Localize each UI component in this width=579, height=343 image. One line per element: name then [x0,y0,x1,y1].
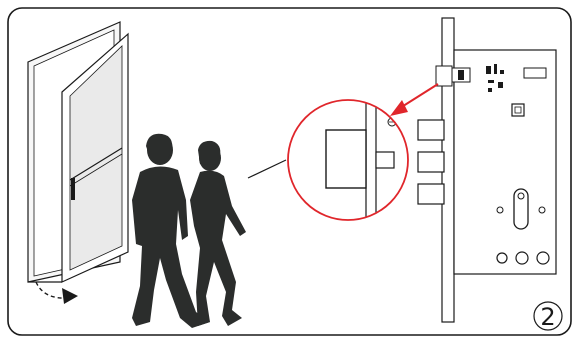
lock-bolt-3 [417,183,445,205]
walking-couple-icon [132,133,246,328]
lock-bolt-1 [417,119,445,141]
callout-strike-block [325,129,367,189]
step-number-ring [533,301,563,331]
door-icon [27,21,129,283]
door-rail-2 [69,153,123,187]
lock-hole-1 [496,252,508,264]
woman-silhouette [190,140,246,326]
lock-hole-3 [536,251,550,265]
lock-circuit-marks [486,64,504,92]
mortise-lock-icon [417,17,557,323]
door-glass-panel [69,45,123,271]
step-number: 2 [540,303,555,331]
lock-body [453,49,557,275]
man-silhouette [132,133,210,328]
red-arrow-icon [390,83,439,116]
callout-ring [287,99,409,221]
swing-arrow-icon [35,281,78,304]
lock-connector-pin [458,70,464,80]
step-number-badge: 2 [533,301,563,331]
swing-arrowhead [62,288,78,304]
door-rail [69,147,123,181]
lock-bolt-2 [417,151,445,173]
callout-leader-line [247,159,287,179]
callout-latch [375,151,395,169]
magnifier-callout-icon [287,99,409,221]
lock-hole-2 [515,251,529,265]
door-handle [71,178,75,200]
lock-connector [435,65,453,87]
keyhole-icon [496,188,546,230]
lock-slot [523,67,547,79]
